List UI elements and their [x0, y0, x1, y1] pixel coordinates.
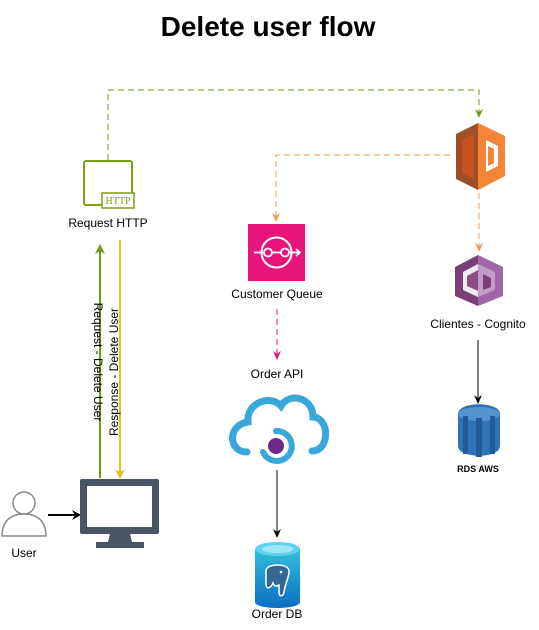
http-badge-text: HTTP: [106, 196, 131, 207]
message-queue-icon[interactable]: [248, 224, 305, 281]
user-icon[interactable]: [1, 491, 47, 537]
queue-label: Customer Queue: [231, 287, 323, 301]
edge-lambda-to-queue: [272, 154, 450, 222]
computer-monitor-icon[interactable]: [80, 479, 159, 548]
request-edge-label: Request - Delete User: [91, 303, 105, 422]
edge-cognito-to-rds: [474, 340, 482, 404]
diagram-title: Delete user flow: [161, 11, 376, 42]
http-label: Request HTTP: [68, 216, 147, 230]
http-request-icon[interactable]: HTTP: [83, 160, 135, 209]
response-edge-label: Response - Delete User: [107, 308, 121, 436]
edge-http-to-lambda: [107, 89, 483, 160]
aws-cognito-icon[interactable]: [455, 255, 503, 306]
edge-queue-to-api: [273, 309, 281, 360]
order-db-label: Order DB: [252, 607, 303, 621]
edge-response: [115, 240, 125, 479]
order-api-label: Order API: [251, 367, 304, 381]
edge-user-to-computer: [48, 510, 81, 520]
edge-request: [95, 244, 105, 478]
aws-rds-icon[interactable]: [458, 404, 500, 457]
user-label: User: [11, 546, 36, 560]
edge-lambda-to-cognito: [475, 193, 483, 252]
rds-label: RDS AWS: [457, 464, 499, 474]
aws-lambda-icon[interactable]: [456, 123, 505, 190]
cognito-label: Clientes - Cognito: [430, 317, 526, 331]
edge-api-to-db: [273, 470, 281, 538]
cloud-api-icon[interactable]: [229, 394, 330, 464]
postgresql-database-icon[interactable]: [255, 542, 300, 608]
